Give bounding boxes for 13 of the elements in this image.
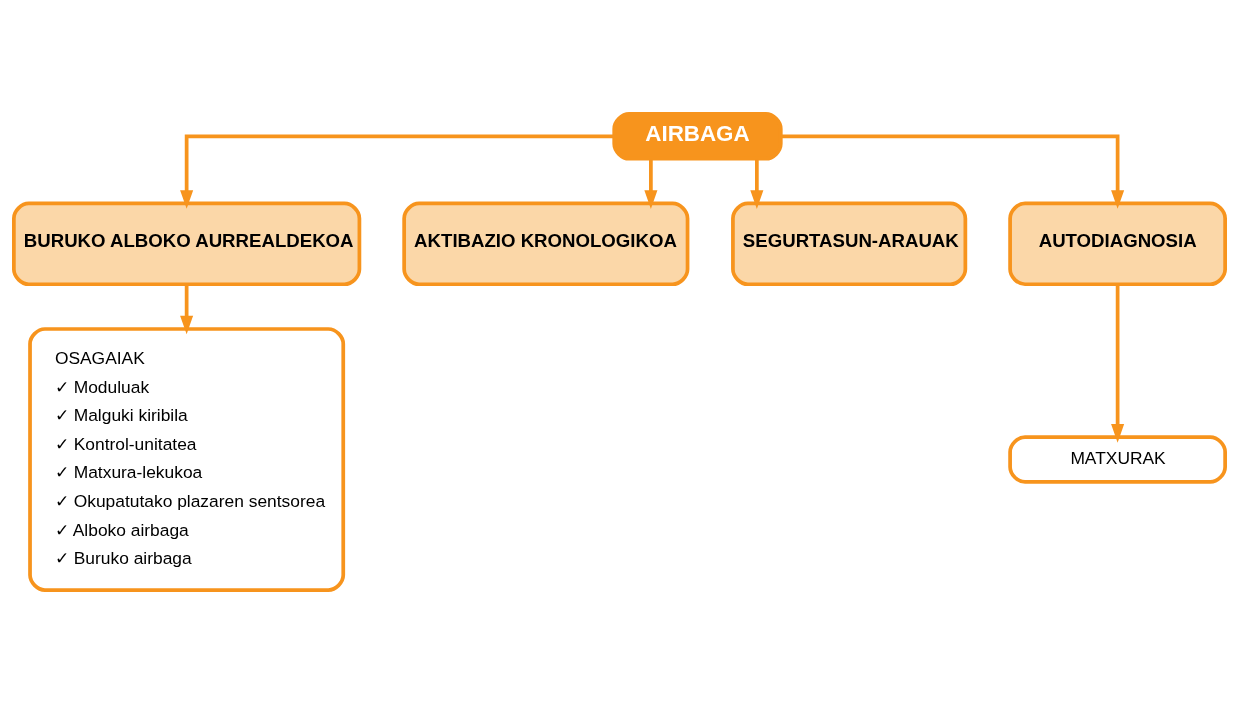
arrow [1111,284,1125,443]
arrow [180,134,614,209]
node-box: AIRBAGA [612,112,783,161]
node-box: SEGURTASUN-ARAUAK [731,201,968,287]
node-box: AUTODIAGNOSIA [1008,201,1227,287]
arrow [644,159,658,209]
arrow [750,159,764,209]
node-box: AKTIBAZIO KRONOLOGIKOA [402,201,690,287]
node-box: BURUKO ALBOKO AURREALDEKOA [12,201,362,287]
arrow [180,284,194,335]
node-box: OSAGAIAK ✓ Moduluak ✓ Malguki kiribila ✓ Kontrol-unitatea ✓ Matxura-lekukoa ✓ Okupatutako plazaren sentsorea ✓ Alboko airbaga ✓ Buruko airbaga [28,327,346,592]
node-box: MATXURAK [1008,435,1227,484]
arrow [781,134,1125,209]
